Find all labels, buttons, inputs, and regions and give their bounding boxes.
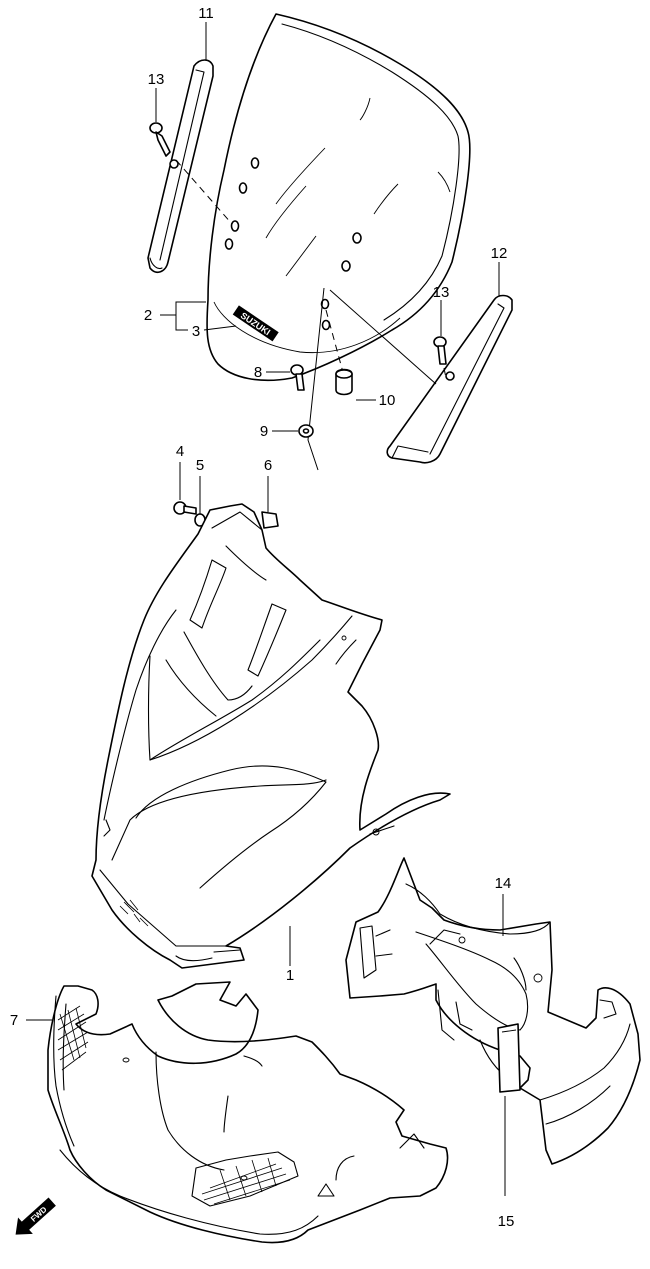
screw-13-right	[433, 336, 447, 365]
assembly-line-right-screw	[443, 367, 447, 379]
forward-arrow: FWD	[15, 1197, 56, 1235]
callout-12: 12	[491, 245, 508, 262]
assembly-line-right-strip	[329, 289, 437, 385]
callout-9: 9	[260, 423, 268, 440]
callout-14: 14	[495, 875, 512, 892]
callout-13-right: 13	[433, 284, 450, 301]
screw-8	[290, 364, 305, 391]
screw-13-left	[149, 122, 171, 157]
callout-1: 1	[286, 967, 294, 984]
callout-8: 8	[254, 364, 262, 381]
callout-13-left: 13	[148, 71, 165, 88]
lower-fairing	[47, 981, 449, 1244]
callout-3: 3	[192, 323, 200, 340]
left-trim-strip	[147, 59, 214, 274]
callout-numbers: 11 13 12 13 2 3 8 9 10 4 5 6 1 7 14 15	[10, 5, 515, 1230]
callout-2: 2	[144, 307, 152, 324]
washer-9	[298, 424, 314, 438]
right-trim-strip	[386, 294, 513, 464]
callout-5: 5	[196, 457, 204, 474]
callout-15: 15	[498, 1213, 515, 1230]
upper-cowling	[91, 503, 451, 969]
collar-10	[335, 368, 353, 396]
callout-11: 11	[198, 5, 214, 22]
callout-7: 7	[10, 1012, 18, 1029]
screw-4	[173, 501, 197, 515]
callout-6: 6	[264, 457, 272, 474]
inner-panel	[345, 857, 641, 1165]
label-sticker	[497, 1023, 521, 1093]
assembly-line-left	[175, 159, 233, 225]
assembly-line-lower	[307, 287, 325, 471]
callout-10: 10	[379, 392, 396, 409]
callout-4: 4	[176, 443, 184, 460]
windscreen: SUZUKI	[206, 13, 471, 382]
leader-lines	[26, 22, 506, 1196]
nut-6	[261, 511, 279, 529]
